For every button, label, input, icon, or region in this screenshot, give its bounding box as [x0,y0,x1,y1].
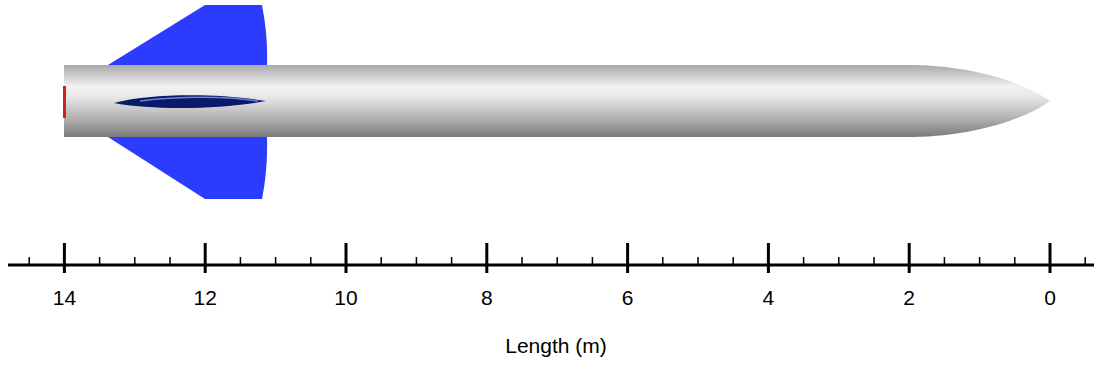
minor-tick [451,257,453,265]
lower-fin [108,137,267,199]
minor-tick [310,257,312,265]
minor-tick [803,257,805,265]
tick-label: 0 [1044,287,1056,308]
side-fin [114,95,266,108]
minor-tick [838,257,840,265]
minor-tick [99,257,101,265]
tick-label: 12 [194,287,217,308]
axis-line [8,264,1094,267]
minor-tick [1014,257,1016,265]
tick-label: 2 [903,287,915,308]
minor-tick [240,257,242,265]
minor-tick [134,257,136,265]
tick-label: 14 [53,287,76,308]
major-tick [345,243,348,273]
major-tick [204,243,207,273]
minor-tick [416,257,418,265]
major-tick [485,243,488,273]
minor-tick [275,257,277,265]
nozzle-mark [63,86,66,118]
rocket-body [64,65,1050,137]
minor-tick [944,257,946,265]
minor-tick [592,257,594,265]
major-tick [908,243,911,273]
minor-tick [697,257,699,265]
minor-tick [979,257,981,265]
tick-label: 10 [334,287,357,308]
major-tick [767,243,770,273]
tick-label: 6 [622,287,634,308]
minor-tick [732,257,734,265]
axis-ticks [0,243,1085,273]
minor-tick [28,257,30,265]
minor-tick [1084,257,1086,265]
minor-tick [556,257,558,265]
major-tick [1049,243,1052,273]
minor-tick [521,257,523,265]
minor-tick [662,257,664,265]
tick-label: 8 [481,287,493,308]
tick-label: 4 [763,287,775,308]
major-tick [626,243,629,273]
minor-tick [380,257,382,265]
upper-fin [108,5,267,65]
major-tick [63,243,66,273]
minor-tick [873,257,875,265]
minor-tick [169,257,171,265]
axis-title: Length (m) [505,335,607,356]
side-fin-highlight [140,97,258,101]
